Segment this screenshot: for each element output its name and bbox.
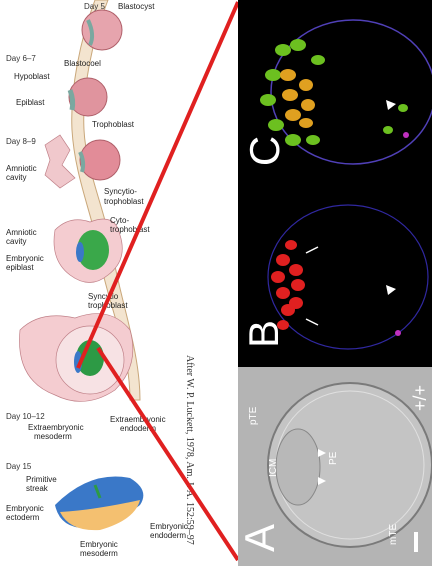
embryonic-epiblast-label-b: epiblast: [6, 263, 34, 272]
syncytiotrophoblast-label-1b: trophoblast: [104, 197, 144, 206]
pe-label: PE: [328, 451, 339, 465]
embryonic-ectoderm-label-b: ectoderm: [6, 513, 40, 522]
micrograph-panel-a: A +/+ pTE ICM PE mTE: [238, 367, 432, 566]
amniotic-cavity-label-1b: cavity: [6, 173, 27, 182]
icm-label: ICM: [268, 458, 279, 477]
hypoblast-label: Hypoblast: [14, 72, 50, 81]
extraembryonic-mesoderm-label-a: Extraembryonic: [28, 423, 84, 432]
day15-label: Day 15: [6, 462, 32, 471]
embryo-development-diagram: Day 5 Blastocyst Day 6–7 Blastocoel Hypo…: [6, 0, 195, 558]
syncytiotrophoblast-label-1a: Syncytio-: [104, 187, 137, 196]
amniotic-cavity-label-2a: Amniotic: [6, 228, 37, 237]
panel-b-letter: B: [240, 319, 288, 349]
primitive-streak-label-a: Primitive: [26, 475, 57, 484]
mte-label: mTE: [388, 523, 399, 545]
micrograph-panel-c: [238, 0, 432, 185]
extraembryonic-endoderm-label-a: Extraembryonic: [110, 415, 166, 424]
blastocyst-label: Blastocyst: [118, 2, 155, 11]
primitive-streak-label-b: streak: [26, 484, 48, 493]
day1012-label: Day 10–12: [6, 412, 45, 421]
embryonic-mesoderm-label-a: Embryonic: [80, 540, 118, 549]
blastocoel-label: Blastocoel: [64, 59, 101, 68]
syncytiotrophoblast-label-2b: trophoblast: [88, 301, 128, 310]
amniotic-cavity-label-2b: cavity: [6, 237, 27, 246]
trophoblast-label: Trophoblast: [92, 120, 134, 129]
embryonic-endoderm-label-a: Embryonic: [150, 522, 188, 531]
extraembryonic-endoderm-label-b: endoderm: [120, 424, 157, 433]
epiblast-label: Epiblast: [16, 98, 45, 107]
amniotic-cavity-label-1a: Amniotic: [6, 164, 37, 173]
pte-label: pTE: [248, 406, 259, 425]
panel-a-letter: A: [238, 523, 284, 553]
cytotrophoblast-label-b: trophoblast: [110, 225, 150, 234]
embryonic-endoderm-label-b: endoderm: [150, 531, 187, 540]
syncytiotrophoblast-label-2a: Syncytio: [88, 292, 119, 301]
panel-c-letter: C: [241, 135, 289, 167]
day5-label: Day 5: [84, 2, 105, 11]
day67-label: Day 6–7: [6, 54, 36, 63]
day89-label: Day 8–9: [6, 137, 36, 146]
embryonic-mesoderm-label-b: mesoderm: [80, 549, 118, 558]
embryonic-epiblast-label-a: Embryonic: [6, 254, 44, 263]
embryonic-ectoderm-label-a: Embryonic: [6, 504, 44, 513]
cytotrophoblast-label-a: Cyto-: [110, 216, 130, 225]
genotype-label: +/+: [410, 384, 430, 411]
micrograph-panel-b: B: [238, 185, 432, 367]
source-credit: After W. P. Luckett, 1978, Am. J. A. 152…: [184, 355, 195, 545]
extraembryonic-mesoderm-label-b: mesoderm: [34, 432, 72, 441]
